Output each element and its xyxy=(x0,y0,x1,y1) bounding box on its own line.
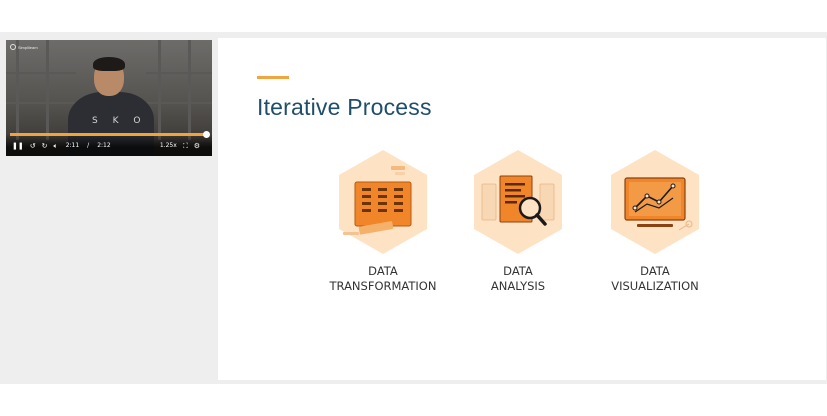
slide-title: Iterative Process xyxy=(257,94,432,120)
forward-icon[interactable]: ↻ xyxy=(41,142,48,150)
fullscreen-icon[interactable]: ⛶ xyxy=(182,142,188,150)
shelf-board xyxy=(146,72,212,74)
video-controls-background xyxy=(6,134,212,156)
data-transformation-icon xyxy=(335,148,431,256)
data-visualization-icon xyxy=(607,148,703,256)
slide: Iterative Process xyxy=(218,38,826,380)
video-controls: ❚❚ ↺ ↻ 🔈︎ 2:11 / 2:12 1.25x ⛶ ⚙ xyxy=(12,140,206,152)
step-caption: DATA VISUALIZATION xyxy=(590,264,720,294)
current-time: 2:11 xyxy=(65,142,80,149)
video-progress-knob[interactable] xyxy=(202,131,210,138)
time-separator: / xyxy=(87,142,90,149)
shelf-post xyxy=(188,40,191,140)
duration: 2:12 xyxy=(97,142,111,149)
step-caption-line1: DATA xyxy=(640,264,670,278)
video-progress-bar[interactable] xyxy=(10,131,210,138)
shelf-board xyxy=(146,102,212,104)
video-progress-fill xyxy=(10,133,207,136)
step-caption-line2: TRANSFORMATION xyxy=(329,279,437,293)
video-logo: Simplilearn xyxy=(10,44,38,50)
data-analysis-icon xyxy=(470,148,566,256)
rewind-icon[interactable]: ↺ xyxy=(29,142,36,150)
step-data-analysis: DATA ANALYSIS xyxy=(453,148,583,294)
content-frame: S K O Simplilearn ❚❚ ↺ ↻ 🔈︎ 2:11 / xyxy=(0,32,827,384)
step-caption-line1: DATA xyxy=(503,264,533,278)
volume-icon[interactable]: 🔈︎ xyxy=(53,142,58,150)
title-accent-line xyxy=(257,76,289,79)
shelf-post xyxy=(16,40,19,140)
step-caption-line2: VISUALIZATION xyxy=(611,279,699,293)
gear-icon[interactable]: ⚙ xyxy=(193,142,200,150)
logo-icon xyxy=(10,44,16,50)
shelf-board xyxy=(6,72,76,74)
shelf-post xyxy=(46,40,49,140)
shirt-text: S K O xyxy=(92,116,147,126)
step-caption-line2: ANALYSIS xyxy=(490,279,546,293)
presenter-hair xyxy=(93,57,125,71)
video-player[interactable]: S K O Simplilearn ❚❚ ↺ ↻ 🔈︎ 2:11 / xyxy=(6,40,212,156)
step-data-transformation: DATA TRANSFORMATION xyxy=(318,148,448,294)
step-caption: DATA ANALYSIS xyxy=(453,264,583,294)
logo-text: Simplilearn xyxy=(18,44,38,50)
left-panel: S K O Simplilearn ❚❚ ↺ ↻ 🔈︎ 2:11 / xyxy=(0,32,218,384)
shelf-board xyxy=(6,102,76,104)
playback-speed[interactable]: 1.25x xyxy=(159,142,177,149)
step-caption-line1: DATA xyxy=(368,264,398,278)
shelf-post xyxy=(158,40,161,140)
step-data-visualization: DATA VISUALIZATION xyxy=(590,148,720,294)
pause-icon[interactable]: ❚❚ xyxy=(12,142,24,150)
step-caption: DATA TRANSFORMATION xyxy=(318,264,448,294)
